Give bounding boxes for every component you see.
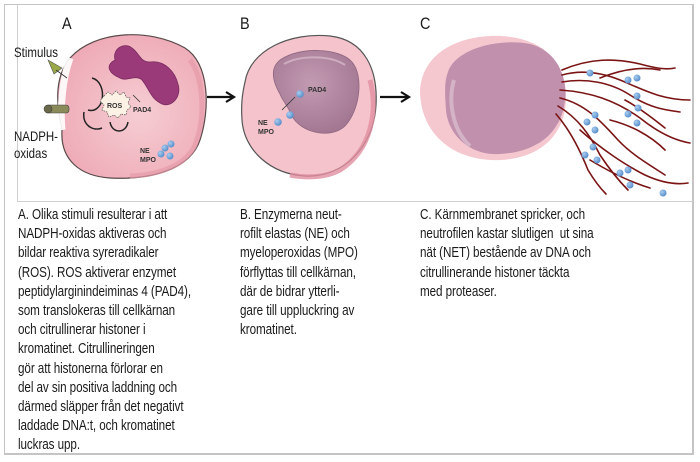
pad4-arrow-b bbox=[281, 96, 296, 111]
granule bbox=[167, 140, 175, 148]
label-stimulus: Stimulus bbox=[14, 44, 59, 60]
caption-b: B. Enzymerna neut- rofilt elastas (NE) o… bbox=[240, 207, 358, 339]
label-mpo-b: MPO bbox=[258, 129, 275, 136]
panel-letter-c: C bbox=[420, 14, 431, 33]
caption-a: A. Olika stimuli resulterar i att NADPH-… bbox=[18, 207, 192, 454]
panel-a-cell: ROS PAD4 NE MPO bbox=[43, 34, 207, 179]
nucleus-c bbox=[445, 42, 566, 155]
arrow-b-to-c bbox=[380, 91, 412, 103]
granule bbox=[157, 150, 165, 158]
illustration-svg: ROS PAD4 NE MPO bbox=[43, 34, 691, 197]
panel-b-cell: PAD4 NE MPO bbox=[241, 34, 377, 180]
granule bbox=[274, 118, 282, 126]
label-ne-a: NE bbox=[140, 148, 150, 155]
pad4-arrow-a bbox=[132, 94, 141, 103]
granule bbox=[161, 144, 169, 152]
divider-vertical bbox=[17, 5, 18, 202]
nucleus-a bbox=[108, 45, 180, 106]
figure-frame bbox=[4, 4, 694, 455]
granule bbox=[286, 111, 294, 119]
label-ros: ROS bbox=[107, 103, 123, 110]
figure-illustration: ROS PAD4 NE MPO bbox=[0, 0, 700, 205]
label-ne-b: NE bbox=[258, 120, 268, 127]
label-pad4-b: PAD4 bbox=[308, 87, 326, 94]
cell-a-rim bbox=[129, 58, 205, 179]
panel-c-cell bbox=[420, 35, 691, 197]
label-nadph-oxidas: NADPH- oxidas bbox=[14, 128, 59, 161]
label-mpo-a: MPO bbox=[140, 157, 157, 164]
label-pad4-a: PAD4 bbox=[133, 107, 151, 114]
stimulus-icon bbox=[47, 59, 63, 75]
ros-arrow-3 bbox=[109, 121, 129, 132]
panel-letter-a: A bbox=[62, 14, 72, 33]
nucleus-b bbox=[272, 50, 360, 134]
granule bbox=[166, 152, 174, 160]
cell-a-membrane-white bbox=[57, 56, 74, 131]
divider-horizontal bbox=[17, 201, 693, 202]
granule bbox=[296, 90, 304, 98]
net-granules bbox=[581, 69, 667, 197]
panel-letter-b: B bbox=[240, 14, 250, 33]
arrow-a-to-b bbox=[207, 91, 237, 103]
ros-burst bbox=[99, 90, 132, 119]
caption-c: C. Kärnmembranet spricker, och neutrofil… bbox=[420, 207, 594, 300]
ros-arrow-2 bbox=[83, 111, 103, 130]
